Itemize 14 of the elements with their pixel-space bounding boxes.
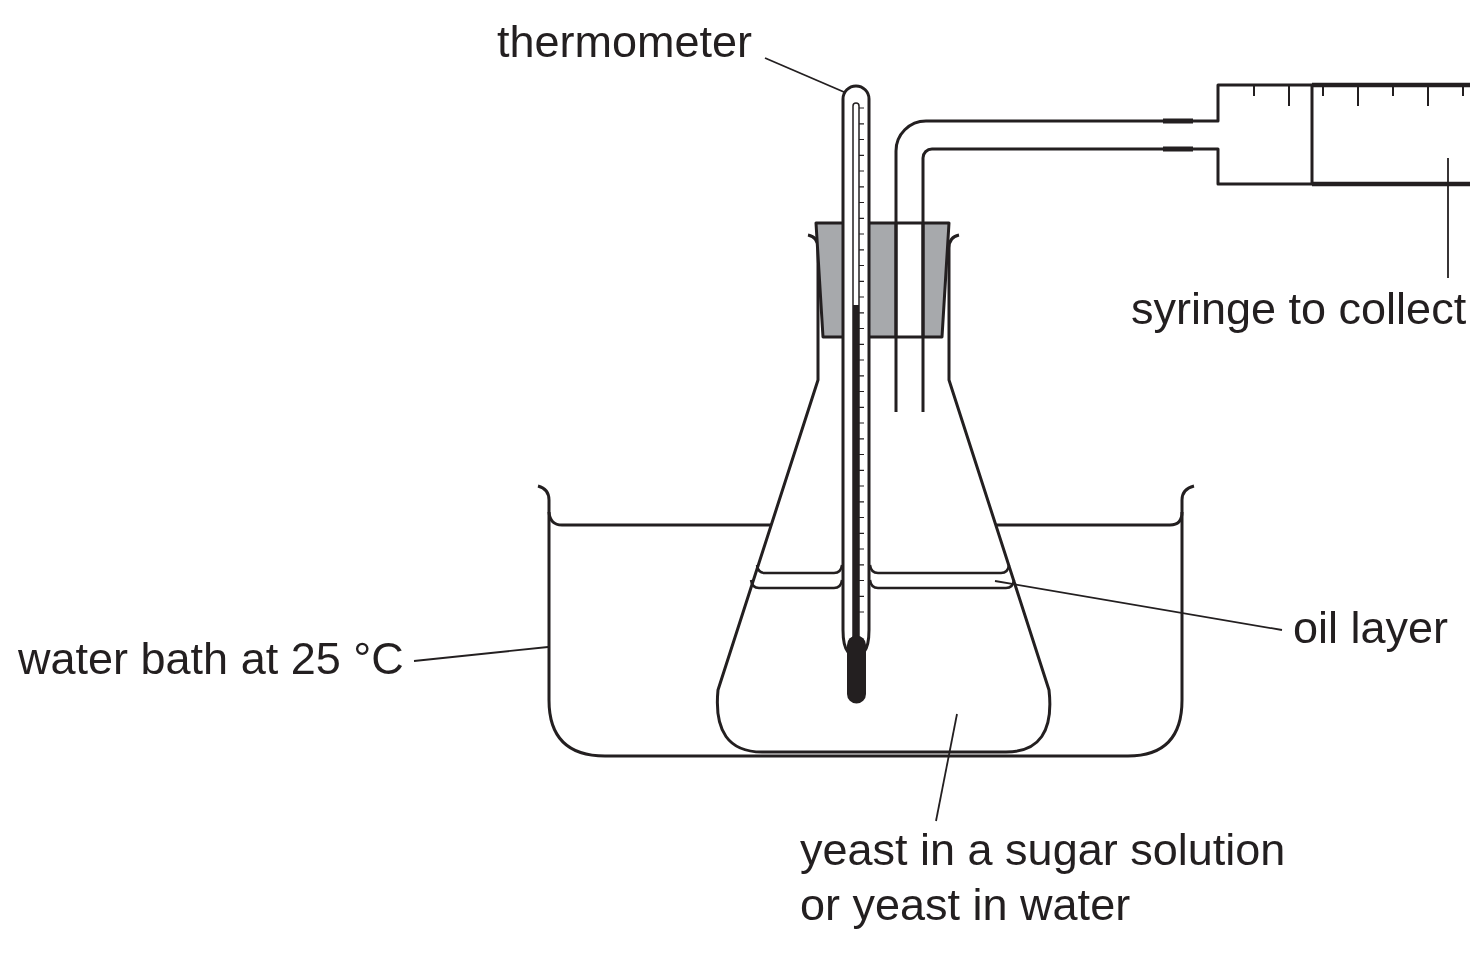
syringe bbox=[1160, 82, 1470, 187]
leader-line bbox=[994, 580, 1283, 631]
water-bath bbox=[537, 484, 1195, 758]
leader-line bbox=[1447, 157, 1449, 279]
part-label: water bath at 25 °C bbox=[18, 633, 404, 685]
part-label: oil layer bbox=[1293, 602, 1449, 654]
part-label: syringe to collect bbox=[1131, 283, 1467, 335]
thermometer bbox=[841, 84, 871, 704]
part-label: yeast in a sugar solution or yeast in water bbox=[800, 822, 1300, 932]
oil-layer bbox=[749, 563, 1016, 590]
leader-line bbox=[764, 57, 845, 93]
part-label: thermometer bbox=[497, 16, 753, 68]
leader-line bbox=[935, 713, 958, 822]
leader-line bbox=[413, 646, 549, 662]
